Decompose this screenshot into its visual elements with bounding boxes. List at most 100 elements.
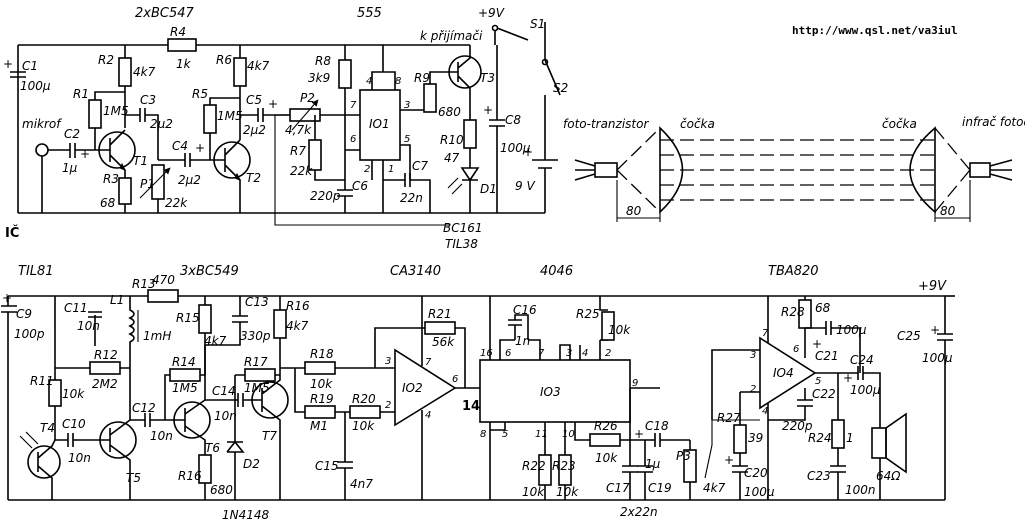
svg-text:C23: C23 bbox=[807, 469, 831, 483]
svg-text:T1: T1 bbox=[133, 154, 148, 168]
resistor-r14: R14 1M5 bbox=[164, 345, 206, 420]
svg-text:C1: C1 bbox=[22, 59, 38, 73]
to-receiver-label: k přijímači bbox=[420, 29, 483, 43]
opamp-io2: IO2 3 2 7 6 4 bbox=[385, 296, 480, 500]
header-til81: TIL81 bbox=[18, 264, 54, 279]
transistor-t7: T7 bbox=[251, 375, 289, 500]
svg-text:+: + bbox=[2, 291, 12, 305]
capacitor-c16: C16 1n bbox=[508, 303, 537, 348]
svg-text:4: 4 bbox=[425, 410, 431, 421]
svg-text:64Ω: 64Ω bbox=[876, 469, 901, 483]
resistor-r25: R25 10k bbox=[576, 296, 631, 341]
svg-text:330p: 330p bbox=[240, 329, 271, 343]
svg-text:3: 3 bbox=[404, 100, 410, 111]
capacitor-c17: C17 bbox=[606, 388, 638, 500]
capacitor-c13: C13 330p bbox=[205, 295, 271, 346]
svg-text:100µ: 100µ bbox=[836, 323, 867, 337]
svg-text:C5: C5 bbox=[246, 93, 262, 107]
header-tba820: TBA820 bbox=[768, 264, 819, 279]
svg-text:IO3: IO3 bbox=[540, 385, 561, 399]
capacitor-c7: C7 22n bbox=[383, 159, 431, 213]
potentiometer-p3: P3 4k7 bbox=[676, 419, 760, 500]
svg-text:R25: R25 bbox=[576, 307, 600, 321]
svg-text:C6: C6 bbox=[352, 179, 368, 193]
svg-text:R12: R12 bbox=[94, 348, 118, 362]
resistor-r2: R2 4k7 bbox=[98, 45, 156, 128]
capacitor-c10: C10 10n bbox=[55, 417, 105, 465]
svg-text:S1: S1 bbox=[530, 17, 545, 31]
svg-text:10n: 10n bbox=[68, 451, 91, 465]
svg-text:1N4148: 1N4148 bbox=[222, 508, 270, 522]
svg-text:P1: P1 bbox=[140, 177, 155, 191]
svg-text:7: 7 bbox=[538, 348, 545, 359]
svg-text:2: 2 bbox=[605, 348, 611, 359]
svg-text:C11: C11 bbox=[64, 301, 88, 315]
capacitor-c8: + C8 100µ bbox=[483, 45, 531, 213]
svg-text:6: 6 bbox=[505, 348, 511, 359]
svg-text:1: 1 bbox=[846, 431, 854, 445]
svg-text:C15: C15 bbox=[315, 459, 339, 473]
microphone-icon bbox=[35, 143, 70, 213]
svg-text:5: 5 bbox=[815, 376, 821, 387]
header-2xbc547: 2xBC547 bbox=[135, 6, 195, 21]
svg-text:C12: C12 bbox=[132, 401, 156, 415]
svg-text:R26: R26 bbox=[594, 419, 618, 433]
svg-text:2: 2 bbox=[364, 164, 370, 175]
phototransistor-t4: T4 bbox=[19, 421, 61, 500]
svg-text:7: 7 bbox=[425, 357, 432, 368]
svg-text:R7: R7 bbox=[290, 144, 306, 158]
svg-text:R4: R4 bbox=[170, 25, 186, 39]
svg-text:IO1: IO1 bbox=[369, 117, 390, 131]
led-d1: D1 bbox=[447, 167, 497, 213]
capacitor-c12: C12 10n bbox=[130, 401, 173, 443]
capacitor-c20: + C20 100µ bbox=[724, 453, 775, 500]
svg-text:8: 8 bbox=[395, 76, 401, 87]
svg-text:C18: C18 bbox=[645, 419, 669, 433]
lens-right-icon bbox=[909, 126, 936, 214]
bc161-label: BC161 bbox=[443, 221, 483, 235]
svg-text:R16: R16 bbox=[286, 299, 310, 313]
svg-text:10n: 10n bbox=[214, 409, 237, 423]
capacitor-c5: C5 2µ2 + bbox=[240, 93, 278, 137]
svg-text:100n: 100n bbox=[845, 483, 876, 497]
resistor-r12: R12 2M2 bbox=[55, 346, 131, 395]
resistor-r19: R19 M1 bbox=[294, 368, 345, 433]
header-3xbc549: 3xBC549 bbox=[180, 264, 239, 279]
supply-9v-top: +9V bbox=[478, 6, 505, 20]
svg-text:10k: 10k bbox=[608, 323, 631, 337]
svg-text:9: 9 bbox=[632, 378, 638, 389]
svg-text:56k: 56k bbox=[432, 335, 455, 349]
svg-text:4k7: 4k7 bbox=[247, 59, 270, 73]
svg-text:R6: R6 bbox=[216, 53, 232, 67]
svg-text:T7: T7 bbox=[262, 429, 277, 443]
capacitor-c19: C19 bbox=[637, 440, 672, 500]
battery-icon: + 9 V bbox=[515, 145, 558, 213]
svg-text:2µ2: 2µ2 bbox=[150, 117, 173, 131]
header-4046: 4046 bbox=[540, 264, 573, 279]
svg-text:2µ2: 2µ2 bbox=[243, 123, 266, 137]
capacitor-c9: + C9 100p bbox=[1, 291, 45, 500]
svg-text:R23: R23 bbox=[552, 459, 576, 473]
resistor-r13: R13 470 bbox=[132, 273, 179, 303]
lens-right-label: čočka bbox=[882, 117, 917, 131]
svg-text:68: 68 bbox=[815, 301, 831, 315]
capacitor-c11: C11 10n bbox=[54, 296, 102, 346]
svg-text:4,7k: 4,7k bbox=[285, 123, 312, 137]
dim-right: 80 bbox=[940, 204, 956, 218]
resistor-r16-top: R16 4k7 bbox=[273, 296, 310, 375]
lens-left-label: čočka bbox=[680, 117, 715, 131]
svg-text:4n7: 4n7 bbox=[350, 477, 373, 491]
svg-text:3: 3 bbox=[750, 350, 756, 361]
resistor-r3: R3 68 bbox=[100, 170, 132, 213]
website-url: http://www.qsl.net/va3iul bbox=[792, 24, 958, 37]
optics-diagram: foto-tranzistor čočka čočka infrač fotod… bbox=[563, 115, 1025, 222]
capacitor-c23: C23 100n bbox=[807, 465, 876, 500]
svg-text:C7: C7 bbox=[412, 159, 428, 173]
svg-text:5: 5 bbox=[502, 429, 508, 440]
svg-text:4k7: 4k7 bbox=[133, 65, 156, 79]
svg-text:C8: C8 bbox=[505, 113, 521, 127]
svg-text:1M5: 1M5 bbox=[103, 104, 129, 118]
svg-text:1µ: 1µ bbox=[62, 161, 78, 175]
svg-text:10k: 10k bbox=[352, 419, 375, 433]
